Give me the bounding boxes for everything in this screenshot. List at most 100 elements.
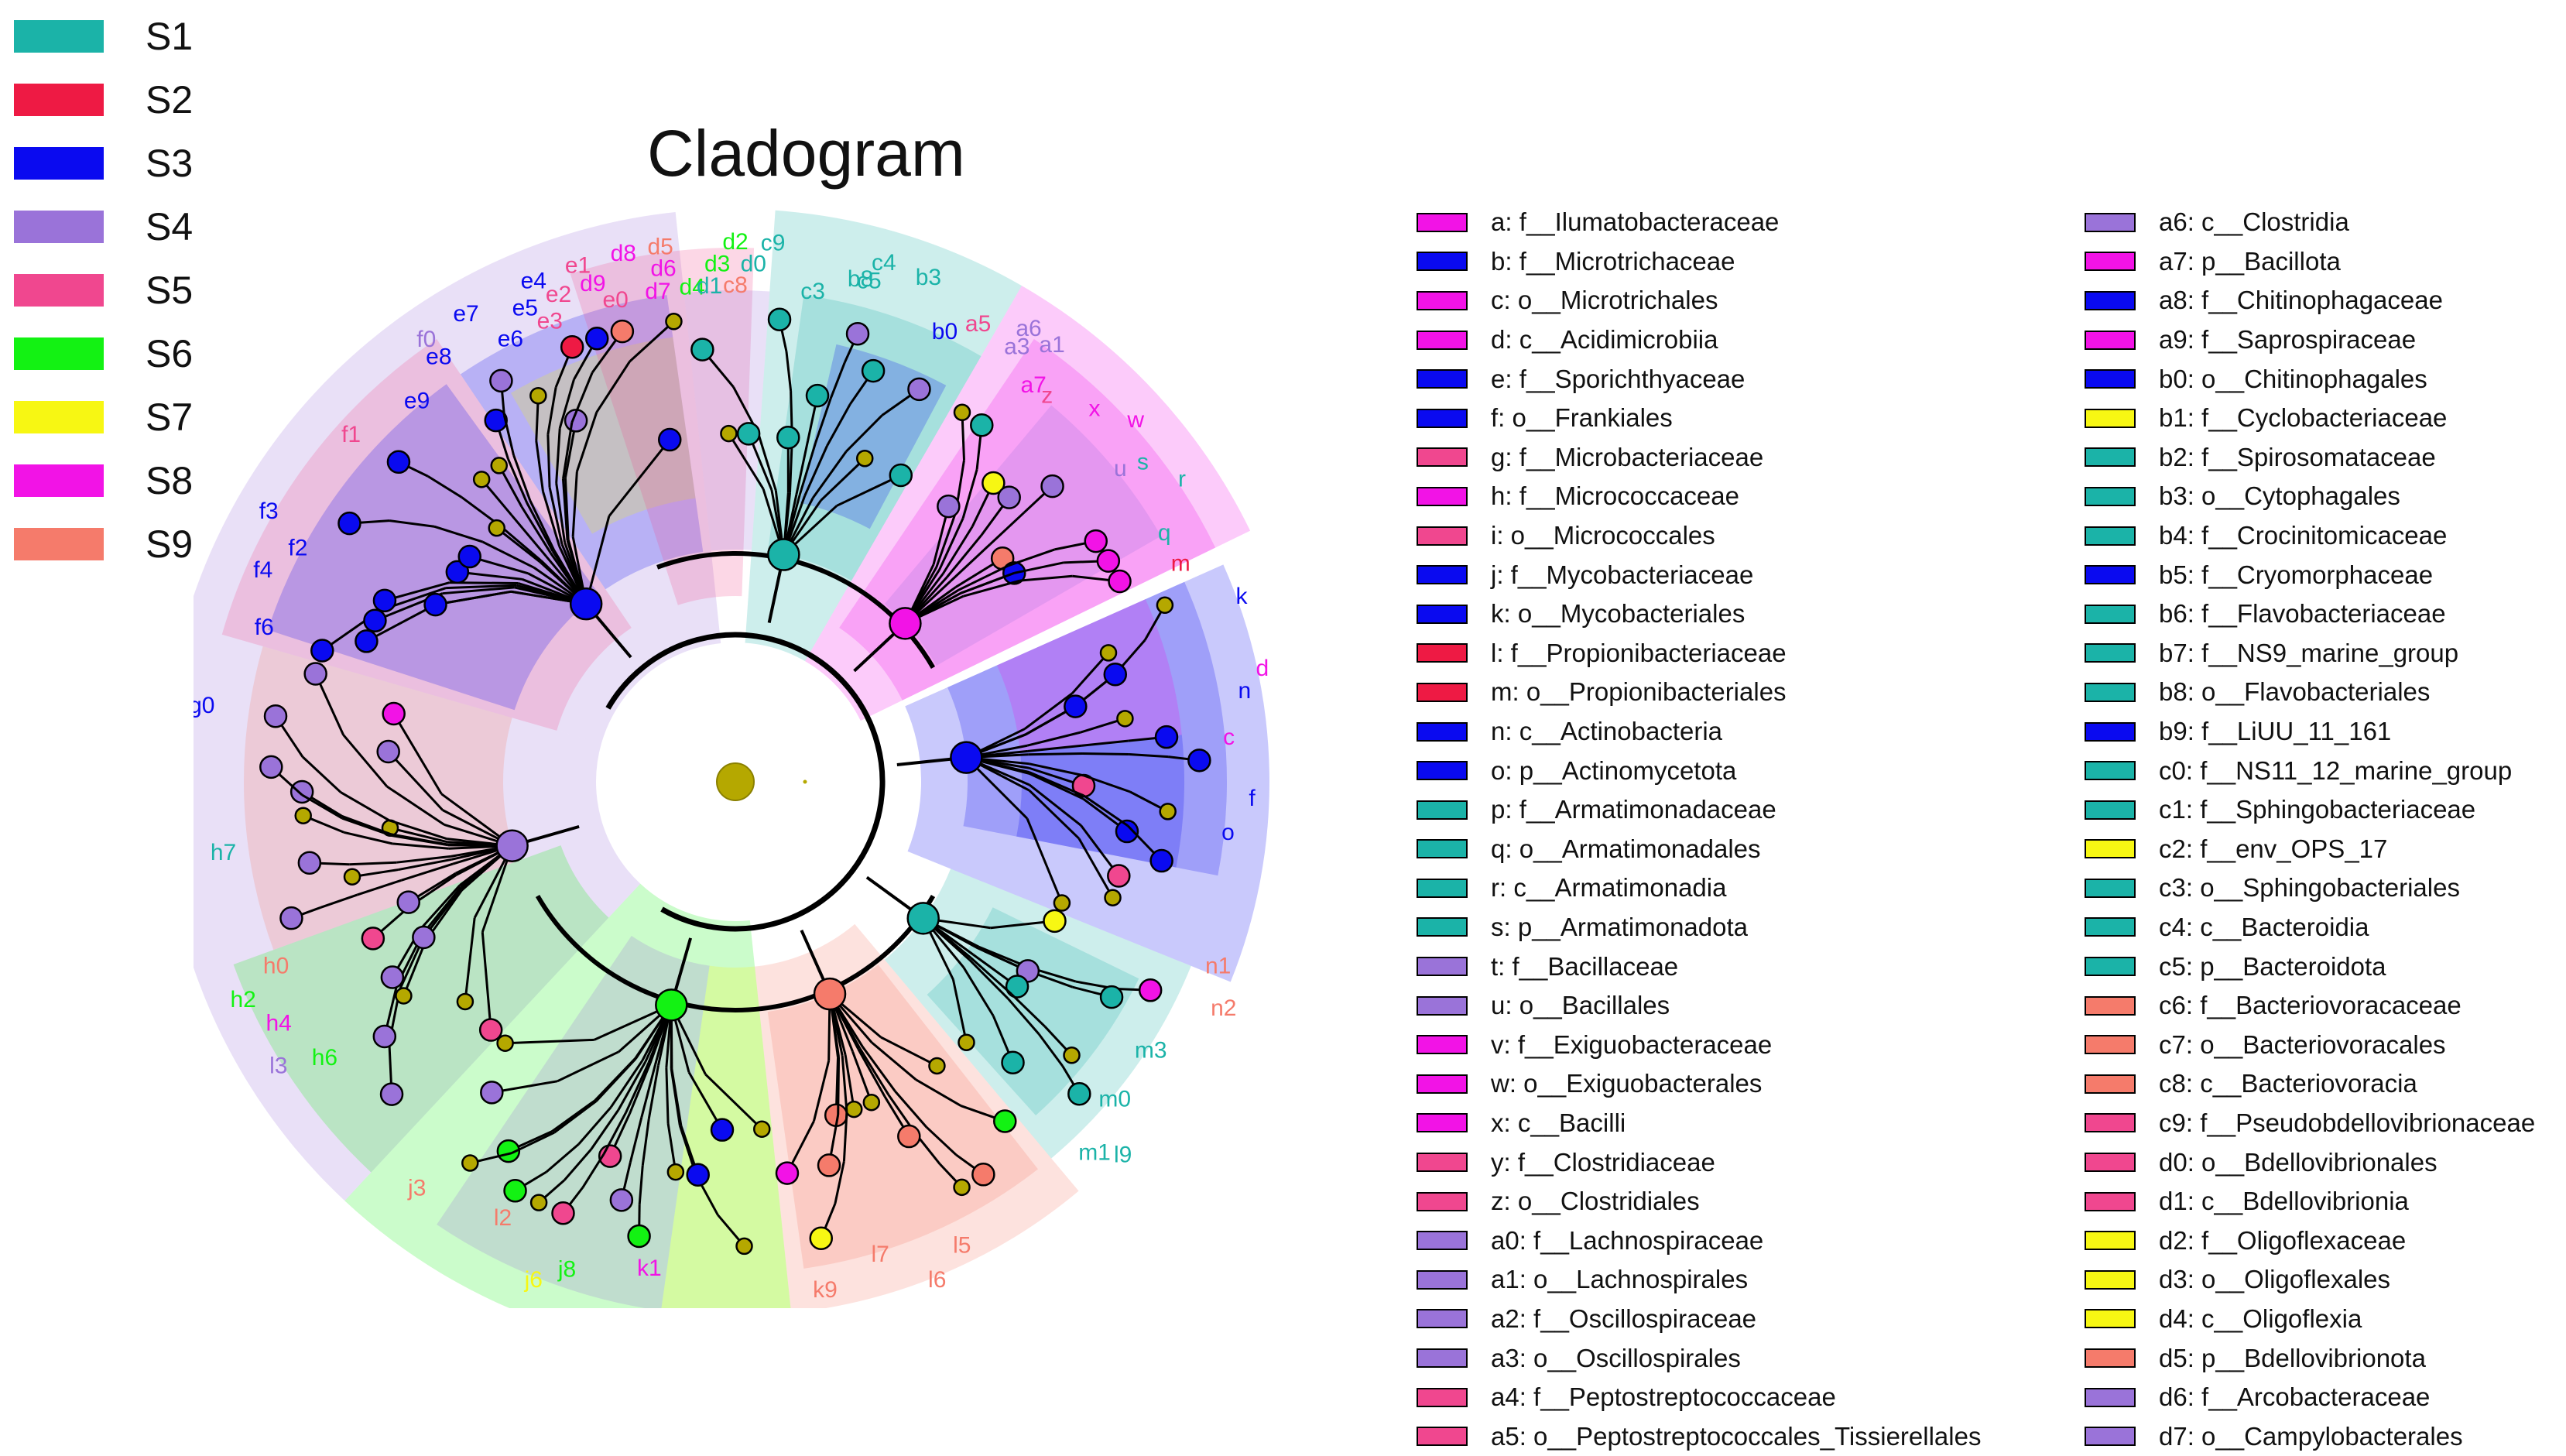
taxon-label: a8: f__Chitinophagaceae (2159, 286, 2443, 315)
clade-label: l5 (953, 1232, 971, 1258)
leaf-node (553, 1202, 574, 1224)
leaf-node (898, 1125, 920, 1147)
leaf-node (296, 808, 311, 824)
phylum-node (951, 742, 982, 773)
taxon-label: c9: f__Pseudobdellovibrionaceae (2159, 1108, 2535, 1138)
taxon-label: p: f__Armatimonadaceae (1491, 795, 1776, 824)
taxon-label: b7: f__NS9_marine_group (2159, 639, 2458, 668)
group-label: S1 (146, 14, 193, 59)
taxon-legend-item: a6: c__Clostridia (2085, 203, 2566, 242)
leaf-node (721, 426, 736, 441)
taxon-color-box (1417, 800, 1468, 820)
leaf-node (777, 427, 799, 448)
cladogram: ondcfkmn1n2m0m1l9m3l5l6l7k9k3k1j8j6l2j3l… (194, 163, 1393, 1308)
taxon-label: t: f__Bacillaceae (1491, 952, 1678, 982)
group-legend-item: S5 (14, 259, 215, 322)
leaf-node (362, 927, 384, 949)
taxon-color-box (1417, 1113, 1468, 1132)
leaf-node (378, 741, 399, 762)
group-swatch (14, 337, 104, 370)
taxon-legend-item: d2: f__Oligoflexaceae (2085, 1221, 2566, 1260)
taxon-color-box (2085, 879, 2136, 898)
leaf-node (480, 1019, 502, 1041)
leaf-node (1098, 550, 1119, 572)
taxon-color-box (1417, 213, 1468, 232)
taxon-label: y: f__Clostridiaceae (1491, 1148, 1715, 1177)
taxon-legend-item: b6: f__Flavobacteriaceae (2085, 594, 2566, 634)
clade-label: b8 (848, 266, 873, 292)
taxon-label: f: o__Frankiales (1491, 403, 1673, 433)
taxon-color-box (2085, 291, 2136, 310)
clade-label: e0 (602, 287, 628, 313)
leaf-node (971, 414, 992, 436)
taxon-color-box (1417, 1388, 1468, 1407)
taxon-label: g: f__Microbacteriaceae (1491, 443, 1763, 472)
group-legend-item: S3 (14, 132, 215, 195)
leaf-node (305, 663, 327, 684)
taxon-color-box (1417, 1231, 1468, 1250)
clade-label: c8 (723, 272, 748, 298)
leaf-node (457, 994, 473, 1009)
taxon-label: w: o__Exiguobacterales (1491, 1069, 1762, 1098)
leaf-node (864, 1095, 879, 1110)
clade-label: n2 (1211, 995, 1236, 1021)
taxon-label: b0: o__Chitinophagales (2159, 365, 2427, 394)
clade-label: q (1158, 520, 1171, 546)
clade-label: j3 (407, 1175, 426, 1201)
leaf-node (530, 388, 546, 403)
taxon-color-box (1417, 1074, 1468, 1094)
clade-label: c4 (872, 250, 896, 276)
taxon-legend-item: a4: f__Peptostreptococcaceae (1417, 1378, 2082, 1417)
taxon-legend-item: q: o__Armatimonadales (1417, 830, 2082, 869)
taxon-label: a5: o__Peptostreptococcales_Tissierellal… (1491, 1422, 1981, 1451)
leaf-node (738, 423, 759, 444)
clade-label: e4 (521, 269, 546, 294)
clade-label: h6 (312, 1045, 337, 1071)
leaf-node (355, 630, 377, 652)
leaf-node (260, 756, 282, 778)
taxon-color-box (1417, 1427, 1468, 1446)
taxon-color-box (2085, 447, 2136, 467)
taxon-label: d7: o__Campylobacterales (2159, 1422, 2463, 1451)
leaf-node (265, 705, 286, 727)
taxon-legend-item: d5: p__Bdellovibrionota (2085, 1338, 2566, 1378)
clade-label: e3 (537, 309, 563, 334)
taxon-color-box (2085, 839, 2136, 858)
leaf-node (1101, 645, 1116, 660)
taxon-legend-item: a: f__Ilumatobacteraceae (1417, 203, 2082, 242)
phylum-node (768, 540, 799, 570)
leaf-node (311, 639, 333, 661)
taxon-color-box (2085, 917, 2136, 937)
leaf-node (381, 1084, 403, 1105)
clade-label: d5 (647, 235, 673, 260)
clade-label: u (1114, 456, 1127, 481)
taxon-legend-item: c6: f__Bacteriovoracaceae (2085, 986, 2566, 1026)
leaf-node (586, 327, 608, 349)
clade-label: k1 (637, 1256, 662, 1281)
taxon-color-box (2085, 1074, 2136, 1094)
taxon-label: b6: f__Flavobacteriaceae (2159, 599, 2446, 629)
taxon-label: d3: o__Oligoflexales (2159, 1265, 2390, 1294)
leaf-node (954, 405, 970, 420)
clade-label: e2 (546, 282, 571, 307)
clade-label: z (1041, 383, 1053, 409)
phylum-node (889, 608, 920, 639)
taxon-legend-item: d7: o__Campylobacterales (2085, 1417, 2566, 1456)
clade-label: w (1126, 407, 1144, 433)
taxon-label: b3: o__Cytophagales (2159, 481, 2400, 511)
taxon-color-box (1417, 1348, 1468, 1368)
taxon-label: x: c__Bacilli (1491, 1108, 1626, 1138)
taxon-legend-item: s: p__Armatimonadota (1417, 908, 2082, 947)
leaf-node (413, 927, 434, 948)
leaf-node (459, 546, 481, 567)
group-legend-item: S7 (14, 385, 215, 449)
taxon-color-box (2085, 683, 2136, 702)
taxon-legend-item: c3: o__Sphingobacteriales (2085, 868, 2566, 908)
leaf-node (374, 590, 396, 612)
taxon-label: m: o__Propionibacteriales (1491, 677, 1787, 707)
leaf-node (382, 966, 403, 988)
taxon-legend-item: a3: o__Oscillospirales (1417, 1338, 2082, 1378)
phylum-node (908, 903, 939, 934)
taxon-label: c: o__Microtrichales (1491, 286, 1718, 315)
